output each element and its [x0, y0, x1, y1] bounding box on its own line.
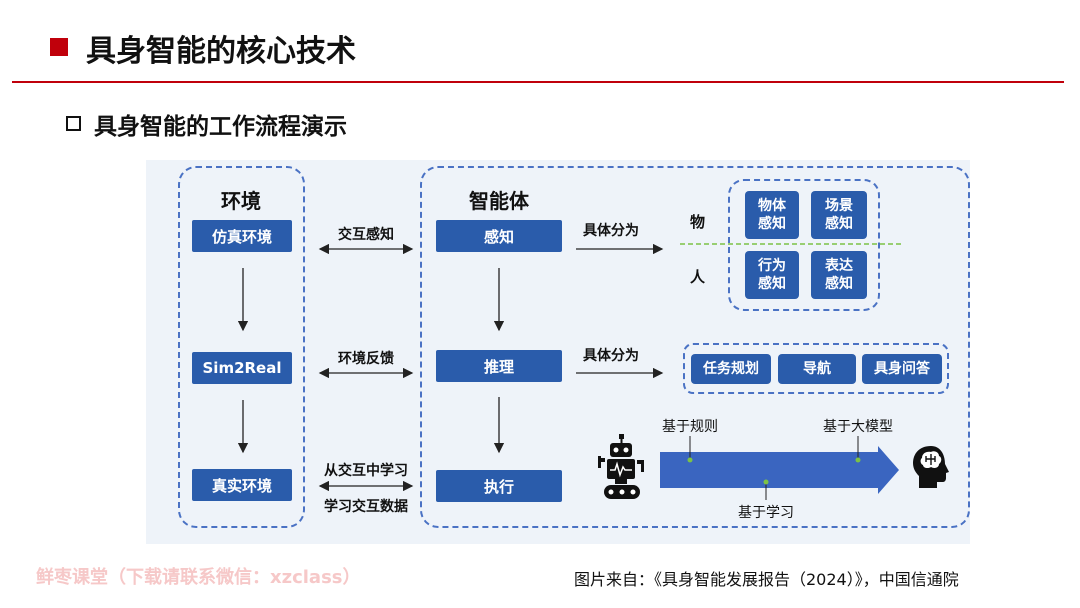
watermark: 鲜枣课堂（下载请联系微信：xzclass）	[36, 567, 361, 588]
environment-title: 环境	[221, 189, 261, 213]
label-human: 人	[690, 268, 706, 286]
label-interaction-data: 学习交互数据	[324, 499, 408, 515]
label-reasoning-split: 具体分为	[583, 348, 639, 364]
brain-head-icon	[913, 446, 949, 488]
pin-learning-based	[763, 479, 769, 485]
image-source: 图片来自：《具身智能发展报告（2024）》，中国信通院	[574, 570, 959, 589]
navigation: 导航	[778, 354, 856, 384]
behavior-perception: 行为 感知	[745, 251, 799, 299]
perception-types-group	[728, 179, 880, 311]
title-divider	[12, 81, 1064, 83]
node-execution: 执行	[436, 470, 562, 502]
environment-group	[178, 166, 305, 528]
expression-perception: 表达 感知	[811, 251, 867, 299]
section-subtitle: 具身智能的工作流程演示	[94, 114, 347, 140]
embodied-qa: 具身问答	[862, 354, 942, 384]
node-perception: 感知	[436, 220, 562, 252]
node-sim2real: Sim2Real	[192, 352, 292, 384]
object-perception: 物体 感知	[745, 191, 799, 239]
label-learning-based: 基于学习	[738, 505, 794, 521]
scene-perception: 场景 感知	[811, 191, 867, 239]
label-large-model: 基于大模型	[823, 419, 893, 435]
agent-title: 智能体	[469, 189, 529, 213]
node-real-environment: 真实环境	[192, 469, 292, 501]
label-learn-from-interaction: 从交互中学习	[324, 463, 408, 479]
subtitle-bullet	[66, 116, 81, 131]
label-perception-split: 具体分为	[583, 223, 639, 239]
task-planning: 任务规划	[691, 354, 771, 384]
page-title: 具身智能的核心技术	[86, 34, 356, 69]
label-env-feedback: 环境反馈	[338, 351, 394, 367]
agent-group	[420, 166, 970, 528]
label-interact-perceive: 交互感知	[338, 227, 394, 243]
node-simulation: 仿真环境	[192, 220, 292, 252]
pin-large-model	[855, 457, 861, 463]
robot-icon	[598, 434, 644, 499]
label-rule-based: 基于规则	[662, 419, 718, 435]
reasoning-types-group	[683, 343, 949, 394]
pin-rule-based	[687, 457, 693, 463]
title-bullet	[50, 38, 68, 56]
execution-spectrum-arrow	[660, 446, 899, 494]
node-reasoning: 推理	[436, 350, 562, 382]
label-object: 物	[690, 213, 706, 231]
